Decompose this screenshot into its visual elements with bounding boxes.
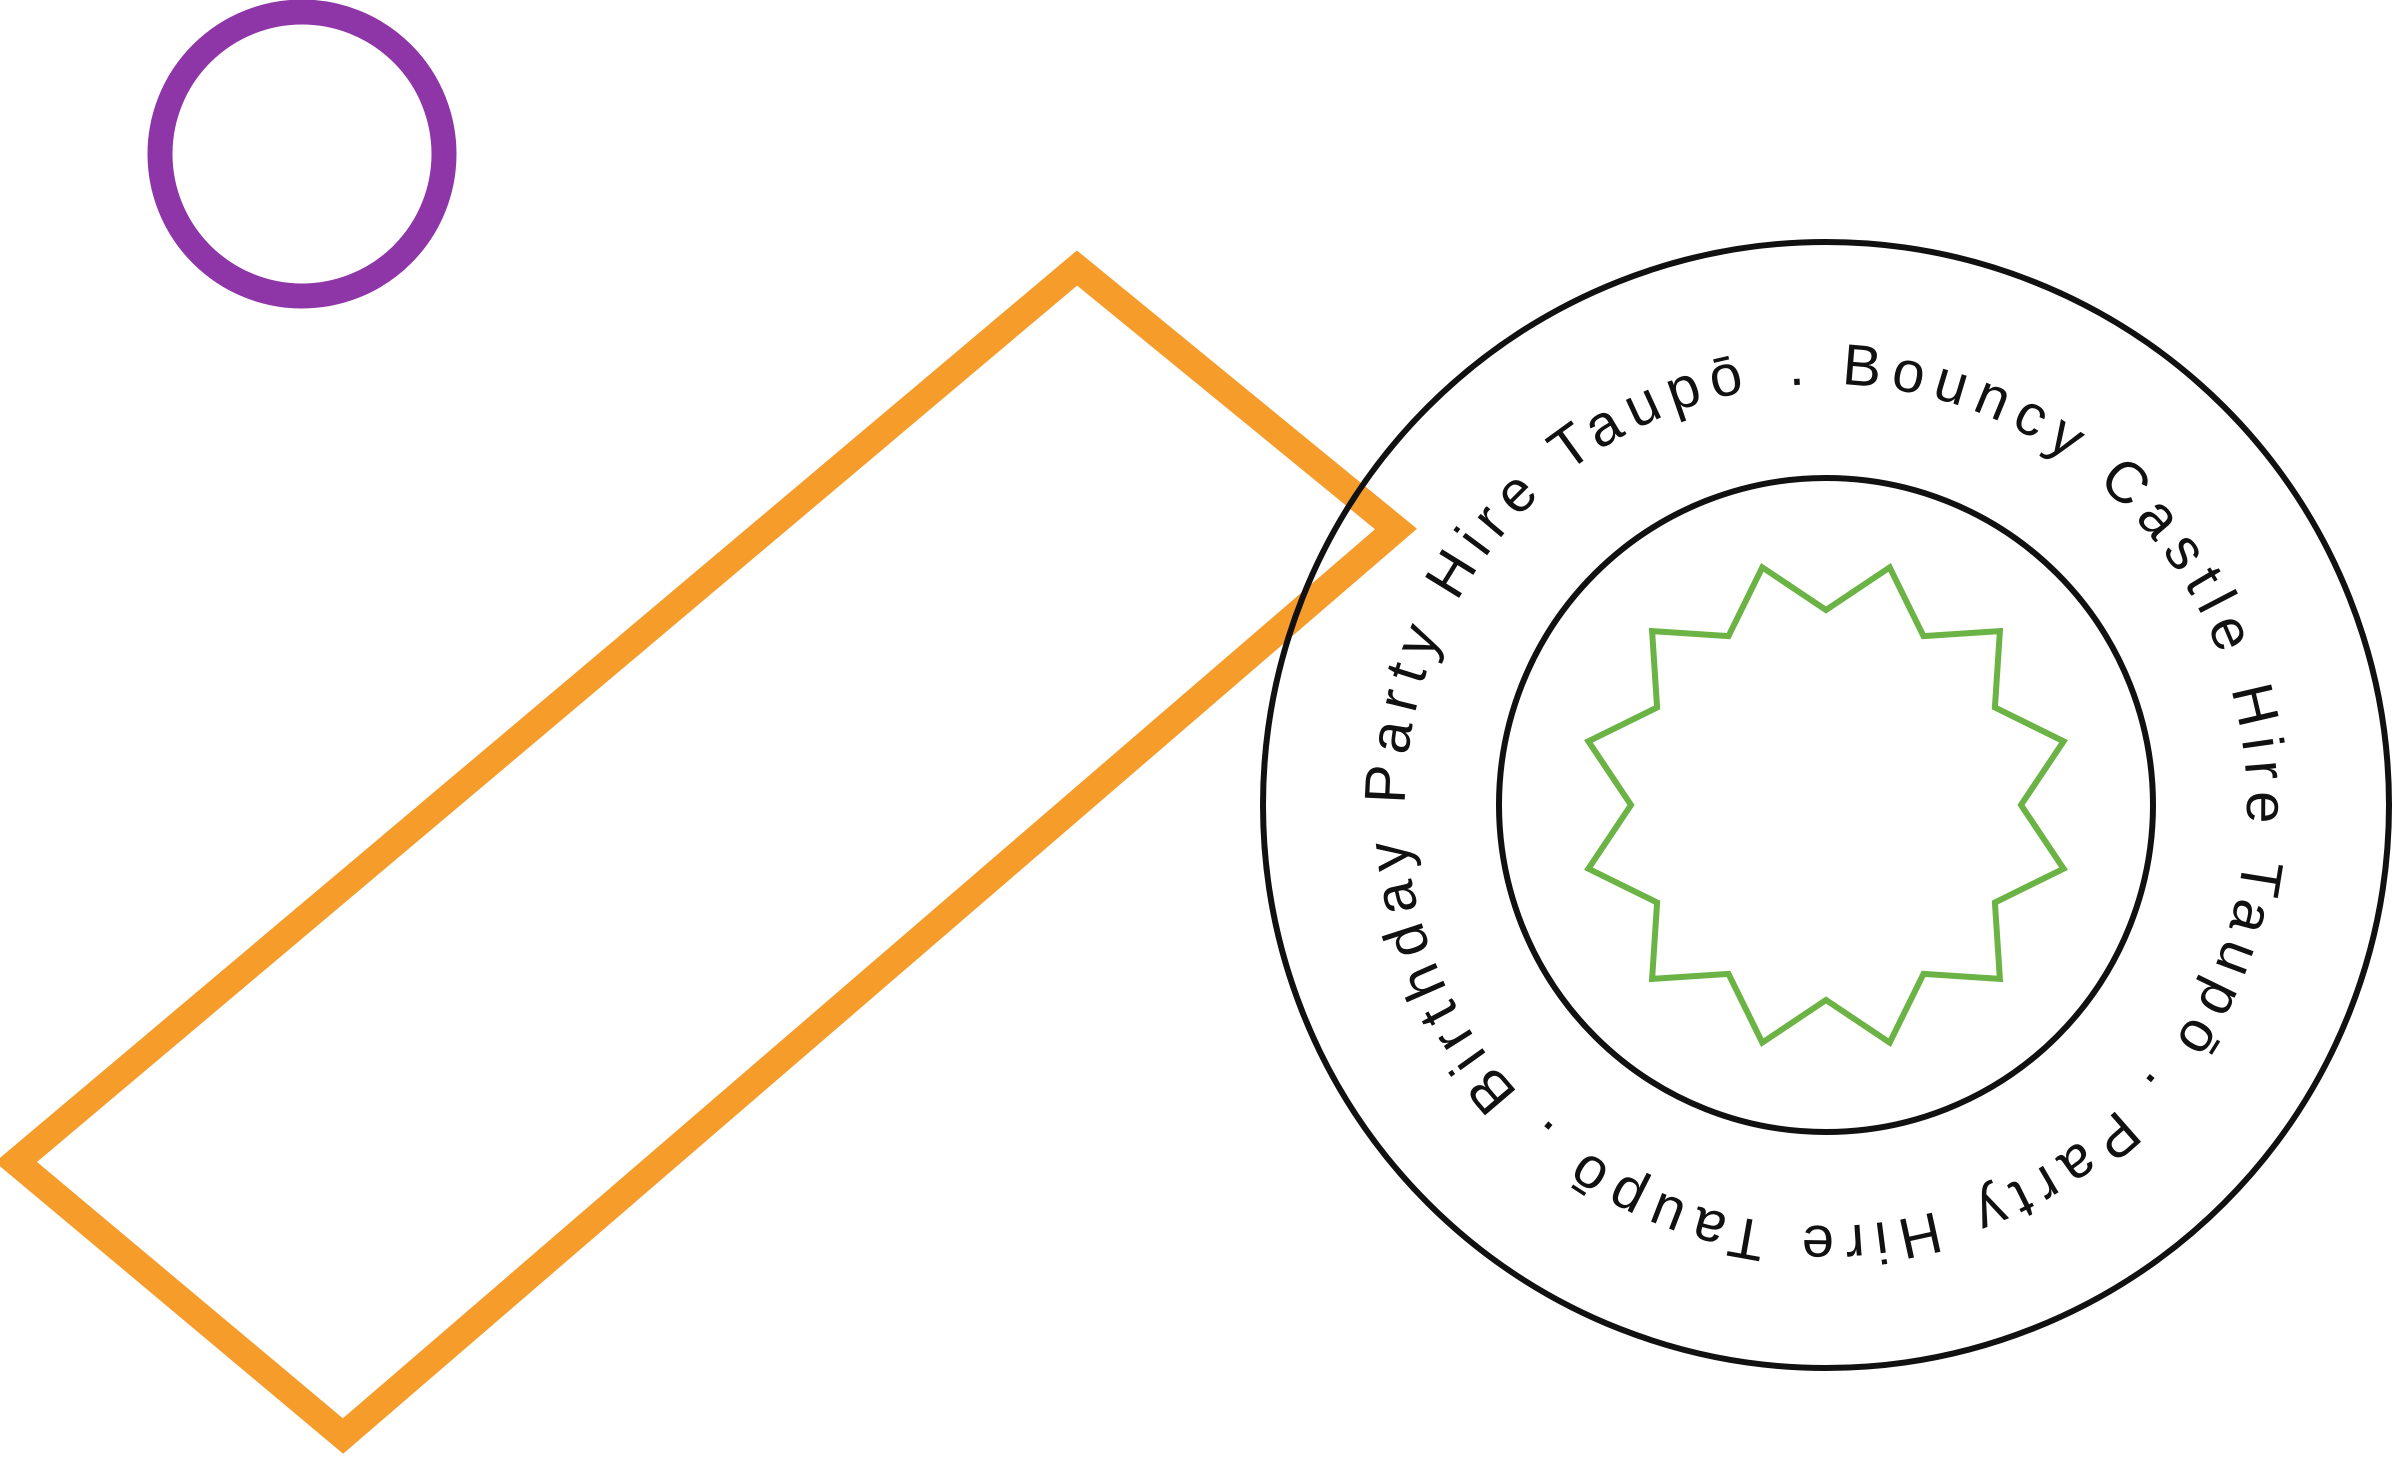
badge-outer-circle [1260, 239, 2392, 1371]
orange-diamond-outline [0, 250, 1417, 1454]
circular-badge: . Bouncy Castle Hire Taupō . Party Hire … [1260, 239, 2392, 1371]
badge-inner-circle [1496, 475, 2156, 1135]
ring-text-path: . Bouncy Castle Hire Taupō . Party Hire … [1353, 332, 2299, 1278]
green-star-outline [1584, 563, 2068, 1047]
badge-ring-text: . Bouncy Castle Hire Taupō . Party Hire … [1353, 332, 2299, 1278]
purple-ring [147, 0, 457, 309]
